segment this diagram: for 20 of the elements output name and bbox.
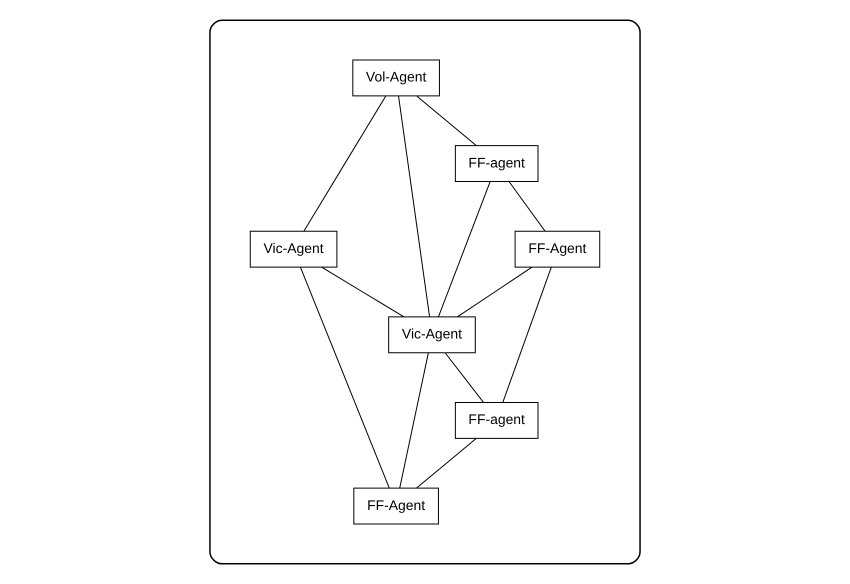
connector xyxy=(457,266,532,318)
connector xyxy=(399,352,429,489)
node-box: FF-Agent xyxy=(353,488,439,524)
node-box: Vic-Agent xyxy=(250,230,338,268)
connector xyxy=(303,96,386,232)
connector xyxy=(444,352,484,403)
node-box: FF-Agent xyxy=(514,230,600,268)
connector xyxy=(416,96,477,146)
node-box: FF-agent xyxy=(454,402,538,439)
connector xyxy=(321,266,404,318)
connector xyxy=(508,181,546,232)
cluster xyxy=(209,19,641,565)
connector xyxy=(438,181,491,318)
connector xyxy=(300,266,390,489)
connector xyxy=(398,96,430,318)
node-box: Vol-Agent xyxy=(352,60,440,96)
node-box: FF-agent xyxy=(454,145,538,182)
node-box: Vic-Agent xyxy=(388,316,476,354)
connector xyxy=(416,438,476,489)
connector xyxy=(502,266,552,403)
